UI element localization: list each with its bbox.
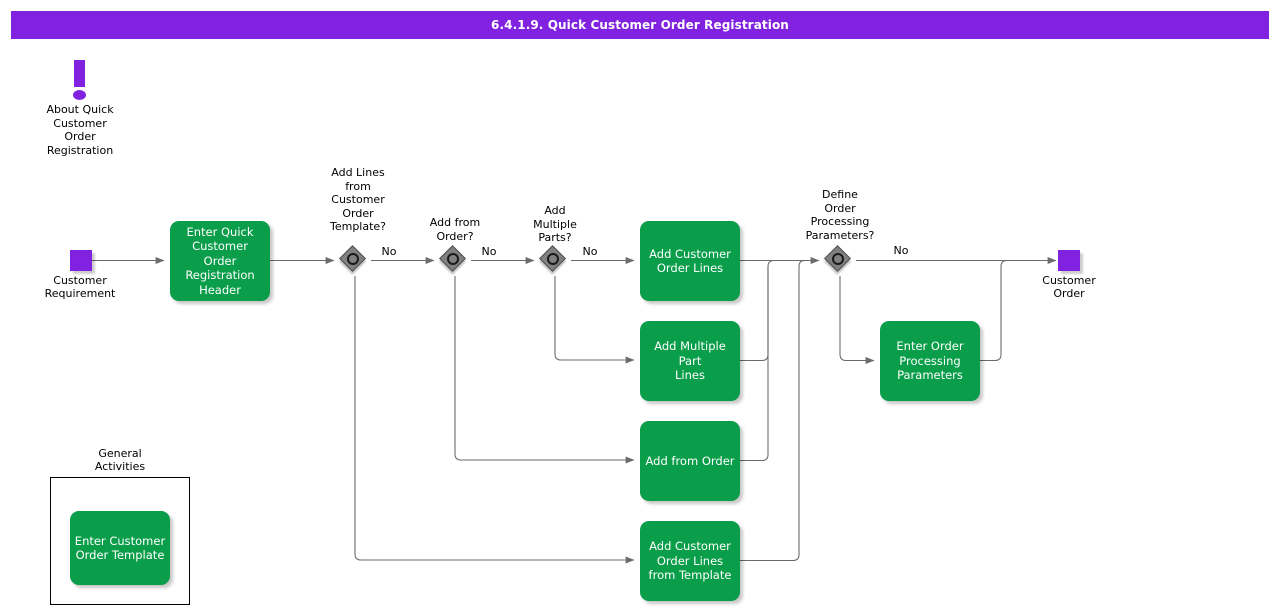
exclamation-dot-icon bbox=[73, 90, 86, 100]
activity-add-multiple-part-lines[interactable]: Add Multiple Part Lines bbox=[640, 321, 740, 401]
gateway-ring-icon bbox=[447, 253, 459, 265]
gateway-add-lines-from-customer-order-template[interactable] bbox=[339, 245, 370, 276]
start-node-customer-requirement[interactable] bbox=[70, 250, 92, 271]
wire-a6-merge bbox=[980, 259, 1008, 362]
activity-enter-order-processing-parameters[interactable]: Enter Order Processing Parameters bbox=[880, 321, 980, 401]
start-node-label: Customer Requirement bbox=[44, 274, 116, 300]
end-node-label: Customer Order bbox=[1042, 274, 1096, 300]
activity-add-from-order[interactable]: Add from Order bbox=[640, 421, 740, 501]
wire-a3-merge bbox=[740, 259, 775, 362]
activity-label: Add Customer Order Lines bbox=[649, 246, 731, 276]
note-label: About Quick Customer Order Registration bbox=[46, 103, 114, 157]
edge-label-no: No bbox=[381, 245, 397, 258]
edge-label-no: No bbox=[481, 245, 497, 258]
activity-label: Add Multiple Part Lines bbox=[654, 339, 726, 383]
wire-gw2-yes-to-a4 bbox=[454, 276, 635, 464]
activity-enter-customer-order-template[interactable]: Enter Customer Order Template bbox=[70, 511, 170, 585]
activity-add-customer-order-lines-from-template[interactable]: Add Customer Order Lines from Template bbox=[640, 521, 740, 601]
gateway-define-order-processing-parameters[interactable] bbox=[824, 245, 855, 276]
activity-add-customer-order-lines[interactable]: Add Customer Order Lines bbox=[640, 221, 740, 301]
wire-a5-merge bbox=[740, 259, 806, 562]
end-node-customer-order[interactable] bbox=[1058, 250, 1080, 271]
activity-label: Enter Quick Customer Order Registration … bbox=[185, 224, 255, 297]
gateway-caption: Add Lines from Customer Order Template? bbox=[329, 166, 387, 233]
general-activities-title: General Activities bbox=[94, 447, 146, 473]
wire-gw1-yes-to-a5 bbox=[354, 276, 635, 564]
wire-a4-merge bbox=[740, 266, 769, 462]
wire-gw3-yes-to-a3 bbox=[554, 276, 635, 364]
gateway-caption: Add from Order? bbox=[429, 216, 481, 243]
diagram-title-bar: 6.4.1.9. Quick Customer Order Registrati… bbox=[11, 11, 1269, 39]
edge-label-no: No bbox=[893, 244, 909, 257]
activity-label: Enter Customer Order Template bbox=[74, 533, 166, 563]
gateway-caption: Add Multiple Parts? bbox=[533, 204, 577, 244]
gateway-add-multiple-parts[interactable] bbox=[539, 245, 570, 276]
activity-label: Enter Order Processing Parameters bbox=[896, 339, 964, 383]
gateway-ring-icon bbox=[347, 253, 359, 265]
wire-gw4-yes-to-a6 bbox=[839, 276, 875, 364]
activity-label: Add Customer Order Lines from Template bbox=[648, 539, 732, 583]
gateway-caption: Define Order Processing Parameters? bbox=[805, 188, 875, 242]
edge-label-no: No bbox=[582, 245, 598, 258]
activity-label: Add from Order bbox=[645, 453, 735, 468]
gateway-add-from-order[interactable] bbox=[439, 245, 470, 276]
page-title: 6.4.1.9. Quick Customer Order Registrati… bbox=[491, 18, 789, 32]
gateway-ring-icon bbox=[832, 253, 844, 265]
activity-enter-quick-customer-order-registration-header[interactable]: Enter Quick Customer Order Registration … bbox=[170, 221, 270, 301]
exclamation-mark-icon bbox=[74, 60, 85, 87]
gateway-ring-icon bbox=[547, 253, 559, 265]
